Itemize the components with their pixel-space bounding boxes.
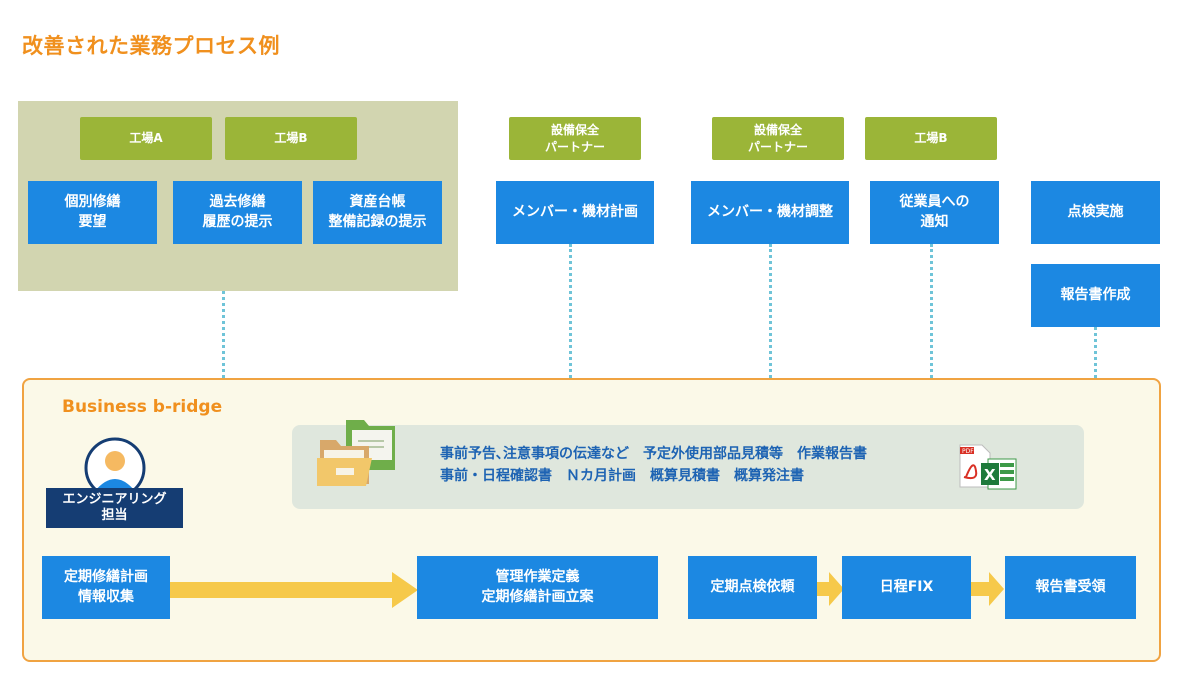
flow-step-2: 管理作業定義 定期修繕計画立案 <box>417 556 658 619</box>
partner-1-tag: 設備保全 パートナー <box>509 117 641 160</box>
documents-line-1: 事前予告､注意事項の伝達など 予定外使用部品見積等 作業報告書 <box>440 446 867 462</box>
flow-arrow-2 <box>817 572 844 606</box>
member-equipment-adjust-box: メンバー・機材調整 <box>691 181 849 244</box>
pdf-icon-label: PDF <box>962 448 974 455</box>
flow-step-1: 定期修繕計画 情報収集 <box>42 556 170 619</box>
inspection-box: 点検実施 <box>1031 181 1160 244</box>
excel-icon-label: X <box>984 466 996 484</box>
flow-step-5: 報告書受領 <box>1005 556 1136 619</box>
factory-b-tag-2: 工場B <box>865 117 997 160</box>
flow-arrow-1 <box>170 572 418 608</box>
member-equipment-plan-box: メンバー・機材計画 <box>496 181 654 244</box>
connector-report <box>1094 327 1097 378</box>
connector-factory <box>222 291 225 378</box>
flow-arrow-3 <box>971 572 1004 606</box>
individual-repair-request-box: 個別修繕 要望 <box>28 181 157 244</box>
factory-b-tag: 工場B <box>225 117 357 160</box>
asset-ledger-box: 資産台帳 整備記録の提示 <box>313 181 442 244</box>
documents-panel <box>292 425 1084 509</box>
business-bridge-frame <box>22 378 1161 662</box>
documents-line-2: 事前・日程確認書 Ｎカ月計画 概算見積書 概算発注書 <box>440 468 804 484</box>
repair-history-box: 過去修繕 履歴の提示 <box>173 181 302 244</box>
connector-factory-b <box>930 244 933 378</box>
employee-notice-box: 従業員への 通知 <box>870 181 999 244</box>
folder-icon <box>317 420 395 486</box>
platform-name: Business b-ridge <box>62 397 223 417</box>
factory-a-tag: 工場A <box>80 117 212 160</box>
partner-2-tag: 設備保全 パートナー <box>712 117 844 160</box>
connector-partner-1 <box>569 244 572 378</box>
flow-step-3: 定期点検依頼 <box>688 556 817 619</box>
engineer-avatar-icon <box>84 437 146 499</box>
report-creation-box: 報告書作成 <box>1031 264 1160 327</box>
page-title: 改善された業務プロセス例 <box>22 34 280 58</box>
flow-step-4: 日程FIX <box>842 556 971 619</box>
connector-partner-2 <box>769 244 772 378</box>
pdf-excel-icon: PDF X <box>959 444 1017 490</box>
engineering-role-label: エンジニアリング 担当 <box>46 488 183 528</box>
